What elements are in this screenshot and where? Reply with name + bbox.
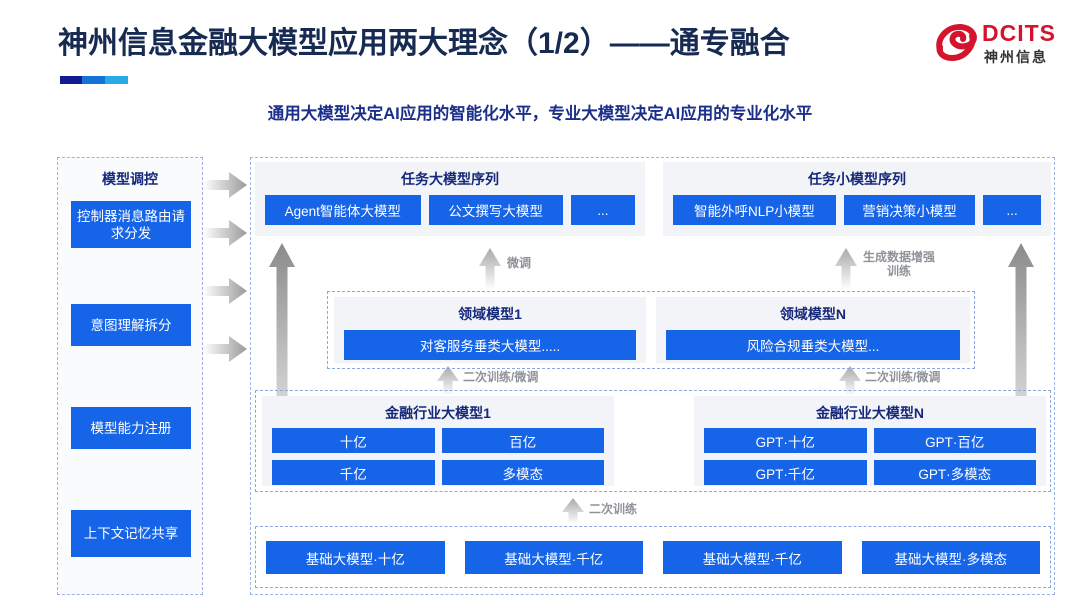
accent-segment-1	[60, 76, 82, 84]
arrow-label-retrain-right: 二次训练/微调	[865, 370, 941, 384]
domain-model-1-chips: 对客服务垂类大模型.....	[334, 324, 646, 369]
base-model-container: 基础大模型·十亿 基础大模型·千亿 基础大模型·千亿 基础大模型·多模态	[255, 526, 1051, 588]
task-big-chip-2[interactable]: ...	[570, 195, 635, 225]
base-chip-1[interactable]: 基础大模型·千亿	[464, 541, 643, 574]
industry-n-chip-0[interactable]: GPT·十亿	[704, 428, 867, 453]
industry-model-n-chips: GPT·十亿 GPT·百亿 GPT·千亿 GPT·多模态	[694, 423, 1046, 493]
up-arrow-icon-data-aug	[835, 248, 857, 290]
task-big-chip-0[interactable]: Agent智能体大模型	[265, 195, 421, 225]
task-big-model-chips: Agent智能体大模型 公文撰写大模型 ...	[255, 189, 645, 234]
domain-model-n-panel: 领域模型N 风险合规垂类大模型...	[656, 297, 970, 363]
up-arrow-icon-fine-tune	[479, 248, 501, 290]
dcits-swirl-icon	[934, 22, 978, 64]
logo-chinese-text: 神州信息	[984, 49, 1048, 65]
company-logo: DCITS 神州信息	[934, 20, 1062, 72]
base-chip-0[interactable]: 基础大模型·十亿	[266, 541, 445, 574]
up-arrow-icon-tall-left	[269, 243, 295, 493]
base-chip-3[interactable]: 基础大模型·多模态	[861, 541, 1040, 574]
arrow-label-retrain-base: 二次训练	[589, 502, 638, 516]
industry-model-1-panel: 金融行业大模型1 十亿 百亿 千亿 多模态	[262, 396, 614, 486]
accent-segment-2	[82, 76, 105, 84]
domain-model-1-title: 领域模型1	[458, 306, 522, 322]
model-stack-container: 微调 生成数据增强 训练 二次训练/微调 二次训练/微调	[250, 157, 1055, 595]
up-arrow-icon-tall-right	[1008, 243, 1034, 493]
control-panel-title: 模型调控	[102, 171, 158, 187]
industry-n-chip-2[interactable]: GPT·千亿	[704, 460, 867, 485]
industry-1-chip-0[interactable]: 十亿	[272, 428, 435, 453]
task-small-model-title: 任务小模型序列	[808, 171, 906, 187]
right-arrow-icon-2	[203, 220, 247, 246]
arrow-label-data-aug: 生成数据增强 训练	[863, 250, 936, 278]
right-arrow-icon-1	[203, 172, 247, 198]
industry-model-container: 金融行业大模型1 十亿 百亿 千亿 多模态 金融行业大模型N GPT·十亿 GP…	[255, 390, 1051, 492]
task-small-chip-1[interactable]: 营销决策小模型	[843, 195, 976, 225]
base-model-chips: 基础大模型·十亿 基础大模型·千亿 基础大模型·千亿 基础大模型·多模态	[256, 527, 1050, 588]
task-big-model-title: 任务大模型序列	[401, 171, 499, 187]
control-item-2[interactable]: 模型能力注册	[71, 407, 191, 449]
task-big-chip-1[interactable]: 公文撰写大模型	[428, 195, 563, 225]
industry-1-chip-2[interactable]: 千亿	[272, 460, 435, 485]
industry-1-chip-3[interactable]: 多模态	[441, 460, 604, 485]
industry-n-chip-3[interactable]: GPT·多模态	[873, 460, 1036, 485]
industry-model-n-panel: 金融行业大模型N GPT·十亿 GPT·百亿 GPT·千亿 GPT·多模态	[694, 396, 1046, 486]
accent-bar	[60, 76, 128, 84]
task-small-model-chips: 智能外呼NLP小模型 营销决策小模型 ...	[663, 189, 1051, 234]
arrow-label-fine-tune: 微调	[507, 256, 532, 270]
up-arrow-icon-retrain-left	[437, 366, 459, 396]
task-small-model-panel: 任务小模型序列 智能外呼NLP小模型 营销决策小模型 ...	[663, 162, 1051, 236]
arrow-label-retrain-left: 二次训练/微调	[463, 370, 539, 384]
domain-model-n-title: 领域模型N	[779, 306, 847, 322]
domain-1-chip-0[interactable]: 对客服务垂类大模型.....	[344, 330, 636, 360]
control-panel: 模型调控 控制器消息路由请求分发 意图理解拆分 模型能力注册 上下文记忆共享	[57, 157, 203, 595]
accent-segment-3	[105, 76, 128, 84]
logo-latin-text: DCITS	[982, 20, 1056, 46]
control-item-0[interactable]: 控制器消息路由请求分发	[71, 201, 191, 248]
domain-model-n-chips: 风险合规垂类大模型...	[656, 324, 970, 369]
up-arrow-icon-retrain-base	[562, 498, 584, 524]
base-chip-2[interactable]: 基础大模型·千亿	[663, 541, 842, 574]
control-item-3[interactable]: 上下文记忆共享	[71, 510, 191, 557]
domain-model-1-panel: 领域模型1 对客服务垂类大模型.....	[334, 297, 646, 363]
architecture-diagram: 模型调控 控制器消息路由请求分发 意图理解拆分 模型能力注册 上下文记忆共享	[0, 140, 1080, 608]
task-small-chip-0[interactable]: 智能外呼NLP小模型	[673, 195, 836, 225]
industry-model-1-title: 金融行业大模型1	[385, 405, 491, 421]
slide-subtitle: 通用大模型决定AI应用的智能化水平，专业大模型决定AI应用的专业化水平	[267, 105, 813, 123]
up-arrow-icon-retrain-right	[839, 366, 861, 396]
industry-model-1-chips: 十亿 百亿 千亿 多模态	[262, 423, 614, 493]
right-arrow-icon-4	[203, 336, 247, 362]
slide-header: 神州信息金融大模型应用两大理念（1/2）——通专融合 通用大模型决定AI应用的智…	[0, 0, 1080, 140]
industry-model-n-title: 金融行业大模型N	[815, 405, 925, 421]
page-title: 神州信息金融大模型应用两大理念（1/2）——通专融合	[58, 27, 790, 60]
control-item-1[interactable]: 意图理解拆分	[71, 304, 191, 346]
industry-n-chip-1[interactable]: GPT·百亿	[873, 428, 1036, 453]
task-small-chip-2[interactable]: ...	[983, 195, 1041, 225]
domain-model-container: 领域模型1 对客服务垂类大模型..... 领域模型N 风险合规垂类大模型...	[327, 291, 975, 369]
industry-1-chip-1[interactable]: 百亿	[441, 428, 604, 453]
right-arrow-icon-3	[203, 278, 247, 304]
domain-n-chip-0[interactable]: 风险合规垂类大模型...	[666, 330, 960, 360]
task-big-model-panel: 任务大模型序列 Agent智能体大模型 公文撰写大模型 ...	[255, 162, 645, 236]
